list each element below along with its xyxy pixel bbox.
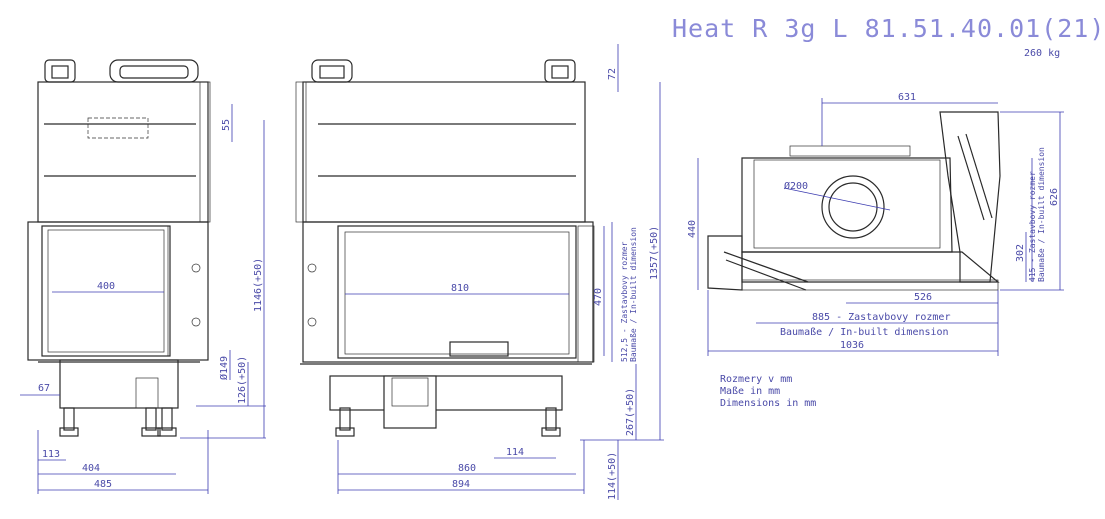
technical-drawing: 400 67 113 404 485 55 1146(+50) Ø149 126… — [20, 44, 1064, 500]
dim-885b: Baumaße / In-built dimension — [780, 327, 949, 338]
dim-126: 126(+50) — [237, 356, 248, 404]
dim-114: 114 — [506, 447, 524, 458]
dim-1357: 1357(+50) — [649, 226, 660, 280]
dim-114v: 114(+50) — [607, 452, 618, 500]
dim-512: 512,5 - Zastavbovy rozmer — [620, 241, 629, 362]
top-view: 631 Ø200 526 885 - Zastavbovy rozmer Bau… — [687, 92, 1064, 356]
dim-404: 404 — [82, 463, 100, 474]
dim-415b: Baumaße / In-built dimension — [1037, 147, 1046, 282]
dim-267: 267(+50) — [625, 388, 636, 436]
dim-415: 415 - Zastavbovy rozmer — [1028, 171, 1037, 282]
dim-470: 470 — [593, 288, 604, 306]
dim-485: 485 — [94, 479, 112, 490]
weight-label: 260 kg — [1024, 48, 1061, 59]
dim-400: 400 — [97, 281, 115, 292]
dim-512b: Baumaße / In-built dimension — [629, 227, 638, 362]
units-line-de: Maße in mm — [720, 386, 781, 397]
dim-113: 113 — [42, 449, 60, 460]
dim-885: 885 - Zastavbovy rozmer — [812, 312, 950, 323]
dim-860: 860 — [458, 463, 476, 474]
dim-d200: Ø200 — [784, 180, 808, 192]
dim-55: 55 — [221, 119, 232, 131]
dim-67: 67 — [38, 383, 50, 394]
dim-72: 72 — [607, 68, 618, 80]
side-view-left: 400 67 113 404 485 55 1146(+50) Ø149 126… — [20, 59, 266, 494]
dim-626: 626 — [1049, 188, 1060, 206]
units-line-sk: Rozmery v mm — [720, 374, 793, 385]
dim-894: 894 — [452, 479, 470, 490]
dim-1036: 1036 — [840, 340, 864, 351]
units-line-en: Dimensions in mm — [720, 398, 817, 409]
dim-440: 440 — [687, 220, 698, 238]
dim-302: 302 — [1015, 244, 1026, 262]
dim-526: 526 — [914, 292, 932, 303]
front-view: 810 114 860 894 72 470 512,5 - Zastavbov… — [295, 44, 664, 500]
dim-631: 631 — [898, 92, 916, 103]
dim-149: Ø149 — [218, 356, 230, 380]
dim-1146: 1146(+50) — [253, 258, 264, 312]
units-note: Rozmery v mm Maße in mm Dimensions in mm — [720, 374, 816, 410]
dim-810: 810 — [451, 283, 469, 294]
drawing-title: Heat R 3g L 81.51.40.01(21) — [672, 14, 1105, 43]
